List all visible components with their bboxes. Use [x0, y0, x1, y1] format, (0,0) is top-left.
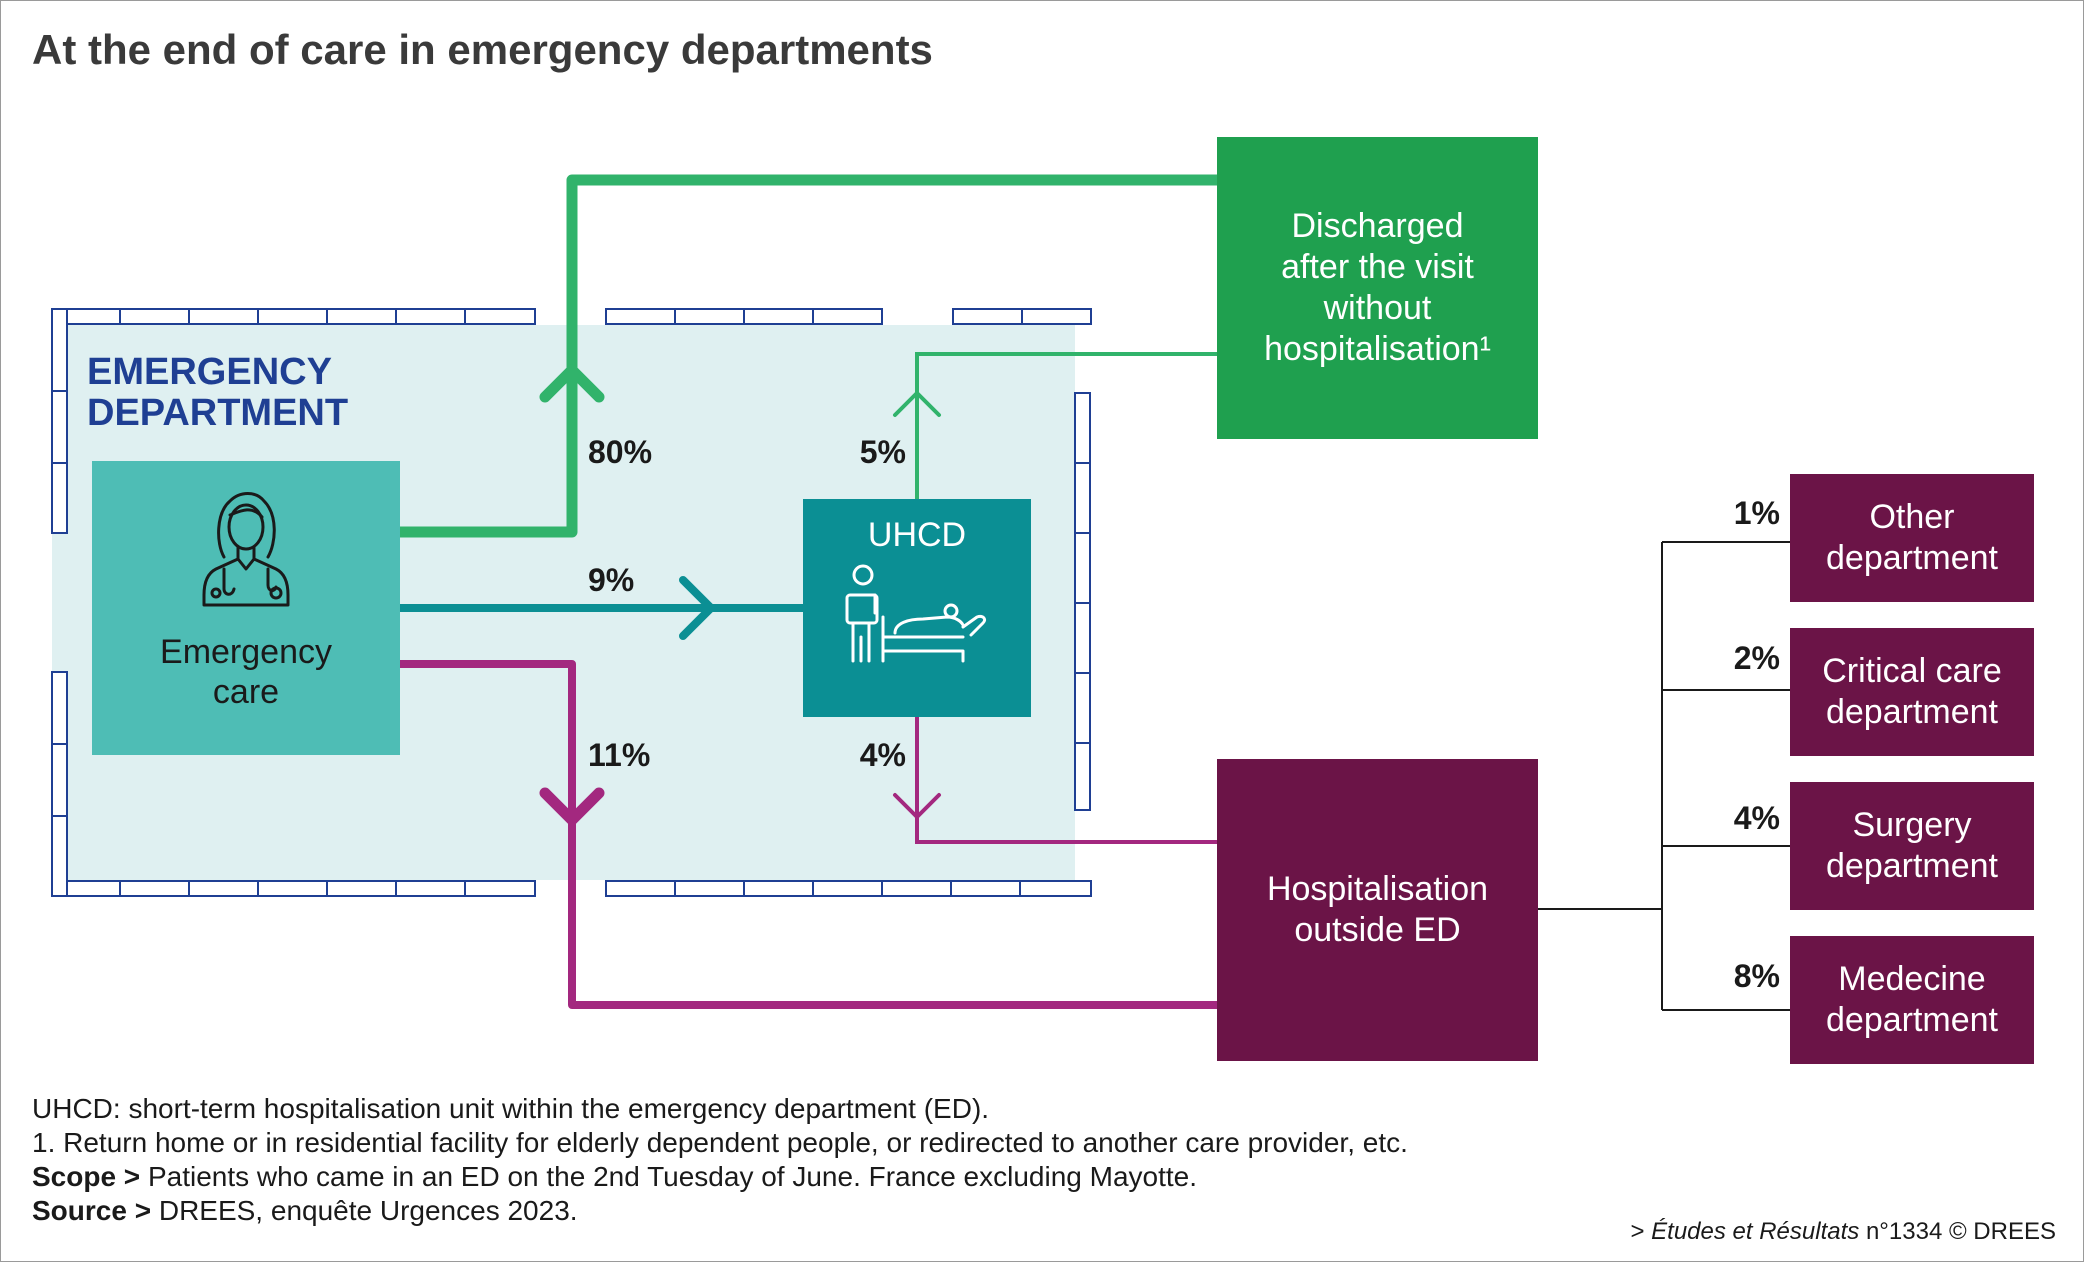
flow-line-uhcd-hospitalisation: [915, 717, 1217, 844]
note-source: Source > DREES, enquête Urgences 2023.: [32, 1194, 1408, 1228]
department-box-medecine: Medecine department: [1790, 936, 2034, 1064]
flow-pct-uhcd-hospitalisation: 4%: [859, 737, 906, 773]
department-label-line-2: department: [1826, 1001, 1998, 1039]
department-connectors: [1538, 541, 1790, 1011]
credit-publication: Études et Résultats: [1651, 1218, 1860, 1245]
department-box-critical-care: Critical care department: [1790, 628, 2034, 756]
scope-key: Scope >: [32, 1161, 141, 1192]
department-pct-medecine: 8%: [1733, 958, 1780, 994]
source-text: DREES, enquête Urgences 2023.: [151, 1195, 578, 1226]
arrow-right-icon: [679, 576, 715, 640]
department-label-line-2: department: [1825, 693, 1998, 731]
department-label-line-2: department: [1826, 847, 1998, 885]
emergency-care-label-line-1: Emergency: [160, 633, 332, 671]
department-label-line-1: Critical care: [1822, 652, 2002, 690]
department-label-line-1: Other: [1869, 498, 1955, 536]
notes: UHCD: short-term hospitalisation unit wi…: [32, 1092, 1408, 1228]
flow-line-discharged: [400, 174, 1217, 538]
hospitalisation-label-line-1: Hospitalisation: [1266, 870, 1489, 908]
hospitalisation-box: Hospitalisation outside ED: [1217, 759, 1538, 1061]
discharged-label-line-4: hospitalisation¹: [1264, 330, 1491, 368]
ed-label: EMERGENCY DEPARTMENT: [87, 352, 348, 434]
discharged-label-line-1: Discharged: [1291, 207, 1464, 245]
credit-suffix: n°1334 © DREES: [1859, 1218, 2056, 1245]
department-pct-critical-care: 2%: [1733, 640, 1780, 676]
note-scope: Scope > Patients who came in an ED on th…: [32, 1160, 1408, 1194]
department-pct-surgery: 4%: [1733, 800, 1780, 836]
ed-label-line-1: EMERGENCY: [87, 351, 332, 393]
flow-pct-hospitalisation: 11%: [588, 737, 651, 773]
discharged-label: Discharged after the visit without hospi…: [1264, 206, 1491, 370]
arrow-down-icon: [539, 787, 605, 826]
discharged-label-line-2: after the visit: [1281, 248, 1474, 286]
arrow-up-small-icon: [893, 391, 941, 417]
patient-bed-icon: [845, 564, 987, 663]
department-label: Surgery department: [1826, 805, 1998, 887]
scope-text: Patients who came in an ED on the 2nd Tu…: [140, 1161, 1198, 1192]
arrow-down-small-icon: [893, 793, 941, 819]
flow-line-uhcd-discharged: [915, 352, 1217, 499]
department-box-other: Other department: [1790, 474, 2034, 602]
department-label: Critical care department: [1822, 651, 2001, 733]
flow-pct-uhcd-discharged: 5%: [859, 434, 906, 470]
arrow-up-icon: [539, 364, 605, 403]
flow-pct-uhcd: 9%: [588, 562, 635, 598]
hospitalisation-label: Hospitalisation outside ED: [1267, 869, 1488, 951]
department-label-line-2: department: [1826, 539, 1998, 577]
flow-line-hospitalisation: [400, 660, 1217, 1009]
department-box-surgery: Surgery department: [1790, 782, 2034, 910]
source-key: Source >: [32, 1195, 152, 1226]
discharged-label-line-3: without: [1323, 289, 1432, 327]
uhcd-label: UHCD: [867, 516, 967, 554]
credit: > Études et Résultats n°1334 © DREES: [1630, 1218, 2056, 1246]
uhcd-box: [803, 499, 1031, 717]
doctor-icon: [202, 492, 290, 607]
hospitalisation-label-line-2: outside ED: [1294, 911, 1461, 949]
department-label-line-1: Surgery: [1852, 806, 1972, 844]
department-pct-other: 1%: [1733, 495, 1780, 531]
emergency-care-box: [92, 461, 400, 755]
note-1: 1. Return home or in residential facilit…: [32, 1127, 1408, 1158]
page-title: At the end of care in emergency departme…: [32, 26, 933, 73]
ed-label-line-2: DEPARTMENT: [87, 392, 349, 434]
department-label: Other department: [1826, 497, 1998, 579]
department-label-line-1: Medecine: [1838, 960, 1986, 998]
department-label: Medecine department: [1826, 959, 1998, 1041]
discharged-box: Discharged after the visit without hospi…: [1217, 137, 1538, 439]
credit-prefix: >: [1630, 1218, 1652, 1245]
emergency-care-label: Emergency care: [92, 632, 400, 712]
note-uhcd-definition: UHCD: short-term hospitalisation unit wi…: [32, 1093, 990, 1124]
ed-wall-joints: [52, 309, 1090, 896]
emergency-care-label-line-2: care: [212, 673, 280, 711]
flow-pct-discharged: 80%: [588, 434, 653, 470]
